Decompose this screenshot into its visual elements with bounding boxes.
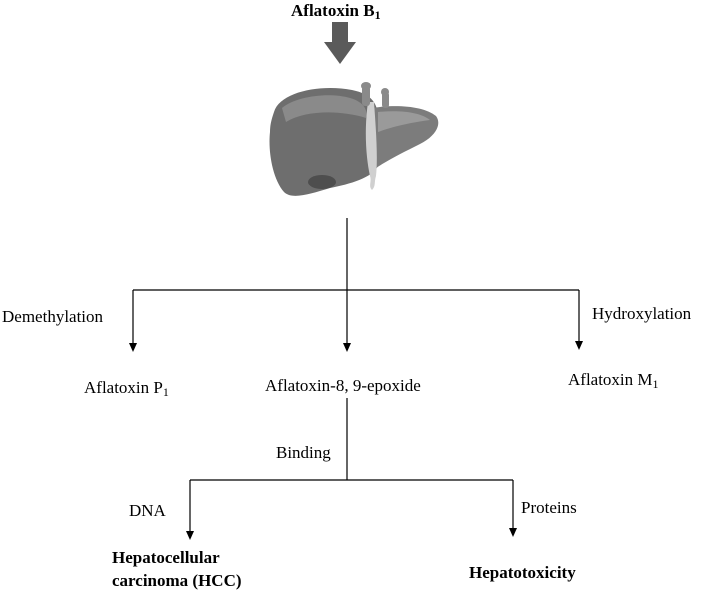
aflatoxin-p1-label: Aflatoxin P1 [84, 378, 169, 399]
proteins-label: Proteins [521, 498, 577, 517]
hepatotoxicity-label: Hepatotoxicity [469, 563, 576, 582]
binding-label: Binding [276, 443, 331, 462]
hcc-label-line2: carcinoma (HCC) [112, 571, 242, 590]
arrowhead-dna [186, 531, 194, 540]
flow-connectors [132, 218, 580, 533]
arrowhead-demethylation [129, 343, 137, 352]
aflatoxin-m1-label: Aflatoxin M1 [568, 370, 659, 391]
hydroxylation-label: Hydroxylation [592, 304, 692, 323]
diagram-title: Aflatoxin B1 [291, 1, 381, 22]
arrowhead-proteins [509, 528, 517, 537]
arrowheads [129, 341, 583, 540]
demethylation-label: Demethylation [2, 307, 104, 326]
dna-label: DNA [129, 501, 166, 520]
arrowhead-hydroxylation [575, 341, 583, 350]
arrowhead-epoxide [343, 343, 351, 352]
block-down-arrow-icon [324, 22, 356, 64]
hcc-label-line1: Hepatocellular [112, 548, 220, 567]
liver-icon [269, 82, 439, 196]
aflatoxin-epoxide-label: Aflatoxin-8, 9-epoxide [265, 376, 421, 395]
